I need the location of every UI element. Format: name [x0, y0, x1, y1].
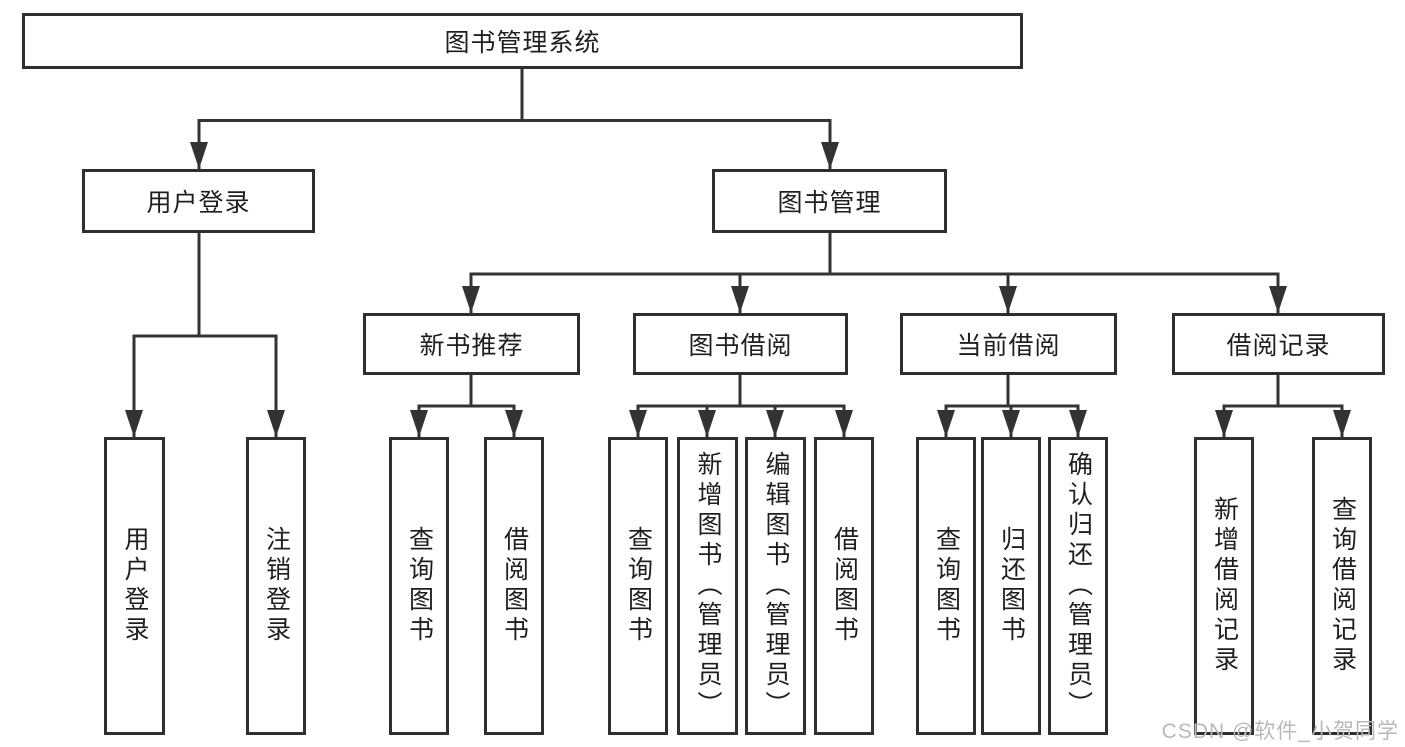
leaf-borrow-books-recommend: 借阅图书 [484, 437, 544, 735]
node-borrow-records: 借阅记录 [1172, 313, 1385, 375]
leaf-query-borrow-record: 查询借阅记录 [1312, 437, 1372, 735]
leaf-query-books-recommend: 查询图书 [389, 437, 449, 735]
leaf-user-login: 用户登录 [104, 437, 165, 735]
leaf-return-books: 归还图书 [981, 437, 1041, 735]
branch-user-login [132, 233, 278, 437]
leaf-query-books-current-label: 查询图书 [932, 526, 961, 646]
branch-new-book-recommend [417, 375, 516, 437]
branch-book-management [469, 233, 1280, 313]
node-current-borrow: 当前借阅 [900, 313, 1117, 375]
leaf-borrow-books-recommend-label: 借阅图书 [500, 526, 529, 646]
leaf-edit-book-admin: 编辑图书（管理员） [745, 437, 806, 735]
node-borrow-records-label: 借阅记录 [1226, 332, 1331, 360]
leaf-borrow-books-label: 借阅图书 [830, 526, 859, 646]
leaf-query-books-current: 查询图书 [916, 437, 976, 735]
branch-borrow-records [1222, 375, 1344, 437]
leaf-logout-label: 注销登录 [262, 526, 291, 646]
node-new-book-recommend-label: 新书推荐 [419, 332, 524, 360]
branch-book-borrow [636, 375, 846, 437]
node-root: 图书管理系统 [22, 13, 1023, 69]
node-book-management: 图书管理 [712, 169, 947, 233]
branch-root [197, 69, 832, 169]
leaf-confirm-return-admin-label: 确认归还（管理员） [1064, 451, 1093, 721]
leaf-query-books-recommend-label: 查询图书 [405, 526, 434, 646]
leaf-query-books-borrow-label: 查询图书 [624, 526, 653, 646]
leaf-user-login-label: 用户登录 [121, 526, 149, 646]
node-root-label: 图书管理系统 [444, 29, 601, 57]
node-book-borrow-label: 图书借阅 [688, 332, 793, 360]
leaf-query-books-borrow: 查询图书 [608, 437, 668, 735]
leaf-confirm-return-admin: 确认归还（管理员） [1048, 437, 1108, 735]
csdn-watermark: CSDN @软件_小贺同学 [1161, 720, 1399, 743]
leaf-edit-book-admin-label: 编辑图书（管理员） [762, 451, 790, 721]
leaf-add-book-admin-label: 新增图书（管理员） [694, 451, 722, 721]
leaf-return-books-label: 归还图书 [997, 526, 1026, 646]
leaf-add-borrow-record-label: 新增借阅记录 [1210, 496, 1239, 676]
leaf-add-book-admin: 新增图书（管理员） [677, 437, 738, 735]
node-book-management-label: 图书管理 [777, 189, 882, 217]
leaf-borrow-books: 借阅图书 [814, 437, 874, 735]
leaf-query-borrow-record-label: 查询借阅记录 [1328, 496, 1357, 676]
node-current-borrow-label: 当前借阅 [956, 332, 1061, 360]
leaf-logout: 注销登录 [246, 437, 306, 735]
node-book-borrow: 图书借阅 [633, 313, 848, 375]
leaf-add-borrow-record: 新增借阅记录 [1194, 437, 1254, 735]
node-user-login: 用户登录 [82, 169, 315, 233]
node-user-login-label: 用户登录 [146, 189, 251, 217]
node-new-book-recommend: 新书推荐 [363, 313, 580, 375]
